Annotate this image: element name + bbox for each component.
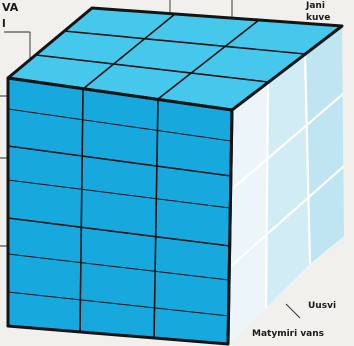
label-top-left-1: VA xyxy=(2,2,18,14)
label-top-left-2: l xyxy=(2,18,6,30)
label-top-right-2: kuve xyxy=(306,14,330,24)
cube-right-face-back-strip xyxy=(305,26,344,264)
label-bottom-right-1: Uusvi xyxy=(308,302,336,312)
label-top-right-1: Jani xyxy=(306,2,325,12)
cube-right-face-mid-strip xyxy=(266,54,310,308)
callout-line-bottom-right xyxy=(286,304,300,318)
label-bottom-right-2: Matymiri vans xyxy=(252,330,324,340)
